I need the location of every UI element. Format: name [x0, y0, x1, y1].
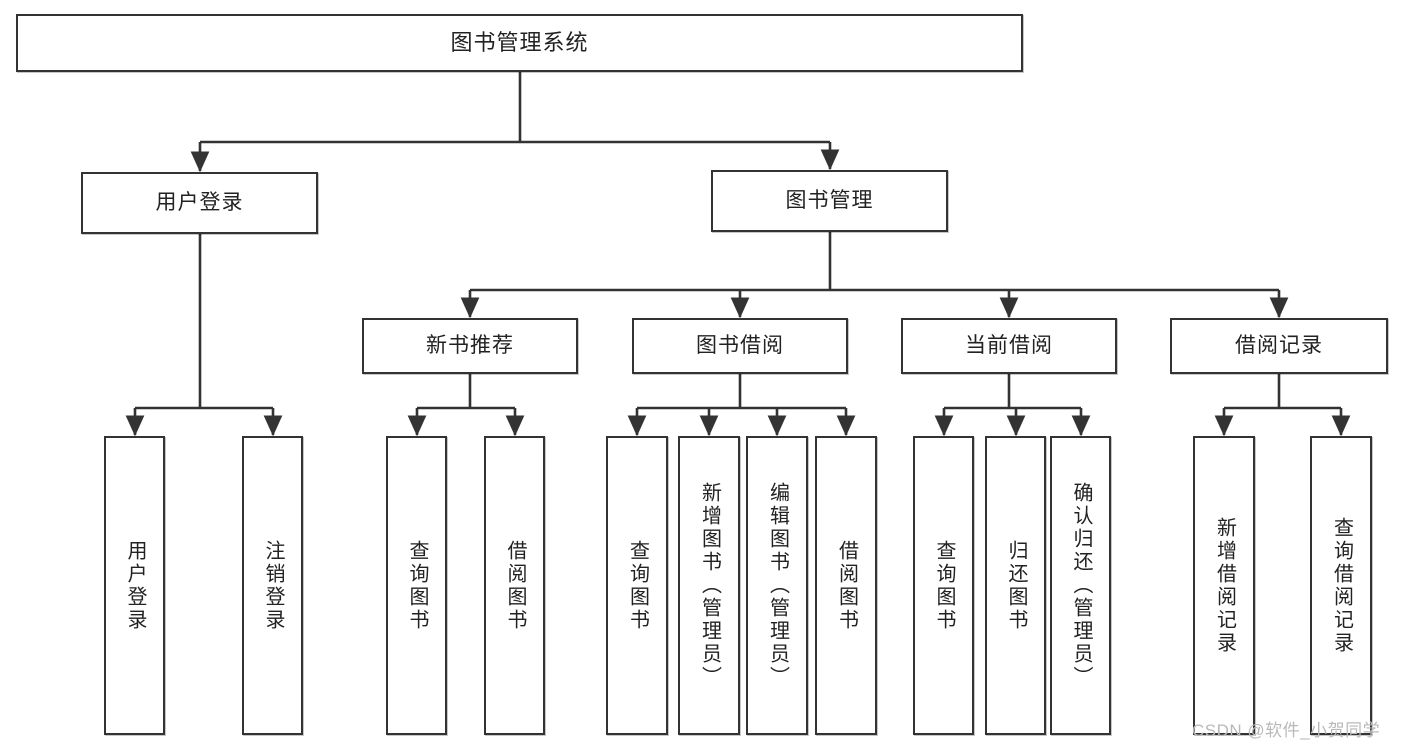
node-label: 确认归还（管理员） — [1070, 482, 1092, 689]
node-label: 编辑图书（管理员） — [766, 482, 789, 689]
node-label: 新书推荐 — [426, 333, 514, 357]
node-newbook[interactable]: 新书推荐 — [362, 318, 578, 374]
node-record[interactable]: 借阅记录 — [1170, 318, 1388, 374]
node-label: 新增借阅记录 — [1213, 516, 1236, 655]
node-label: 借阅图书 — [835, 539, 858, 632]
node-leaf6[interactable]: 新增图书（管理员） — [678, 436, 740, 735]
node-label: 新增图书（管理员） — [698, 482, 721, 689]
node-root[interactable]: 图书管理系统 — [16, 14, 1023, 72]
node-label: 图书管理系统 — [450, 30, 589, 56]
node-label: 借阅记录 — [1235, 333, 1323, 357]
node-leaf9[interactable]: 查询图书 — [913, 436, 974, 735]
edges — [125, 72, 1351, 437]
node-label: 归还图书 — [1005, 539, 1027, 632]
node-label: 用户登录 — [155, 190, 244, 214]
node-leaf1[interactable]: 用户登录 — [104, 436, 165, 735]
node-leaf10[interactable]: 归还图书 — [985, 436, 1046, 735]
node-label: 查询图书 — [626, 539, 649, 632]
node-label: 查询借阅记录 — [1330, 516, 1353, 655]
node-leaf5[interactable]: 查询图书 — [606, 436, 668, 735]
node-leaf8[interactable]: 借阅图书 — [815, 436, 877, 735]
node-label: 查询图书 — [406, 539, 428, 632]
node-leaf13[interactable]: 查询借阅记录 — [1310, 436, 1372, 735]
node-label: 查询图书 — [933, 539, 955, 632]
node-leaf11[interactable]: 确认归还（管理员） — [1050, 436, 1111, 735]
node-label: 用户登录 — [124, 539, 146, 632]
node-label: 注销登录 — [262, 539, 284, 632]
node-label: 图书借阅 — [696, 333, 784, 357]
node-leaf2[interactable]: 注销登录 — [242, 436, 303, 735]
node-leaf7[interactable]: 编辑图书（管理员） — [746, 436, 808, 735]
node-leaf12[interactable]: 新增借阅记录 — [1193, 436, 1255, 735]
node-label: 当前借阅 — [965, 333, 1053, 357]
node-bookmgmt[interactable]: 图书管理 — [711, 170, 948, 232]
node-borrow[interactable]: 图书借阅 — [632, 318, 848, 374]
node-leaf3[interactable]: 查询图书 — [386, 436, 447, 735]
node-label: 图书管理 — [785, 188, 874, 212]
node-label: 借阅图书 — [504, 539, 526, 632]
watermark: CSDN @软件_小贺同学 — [1192, 721, 1381, 740]
node-login[interactable]: 用户登录 — [81, 172, 318, 234]
node-leaf4[interactable]: 借阅图书 — [484, 436, 545, 735]
node-current[interactable]: 当前借阅 — [901, 318, 1117, 374]
